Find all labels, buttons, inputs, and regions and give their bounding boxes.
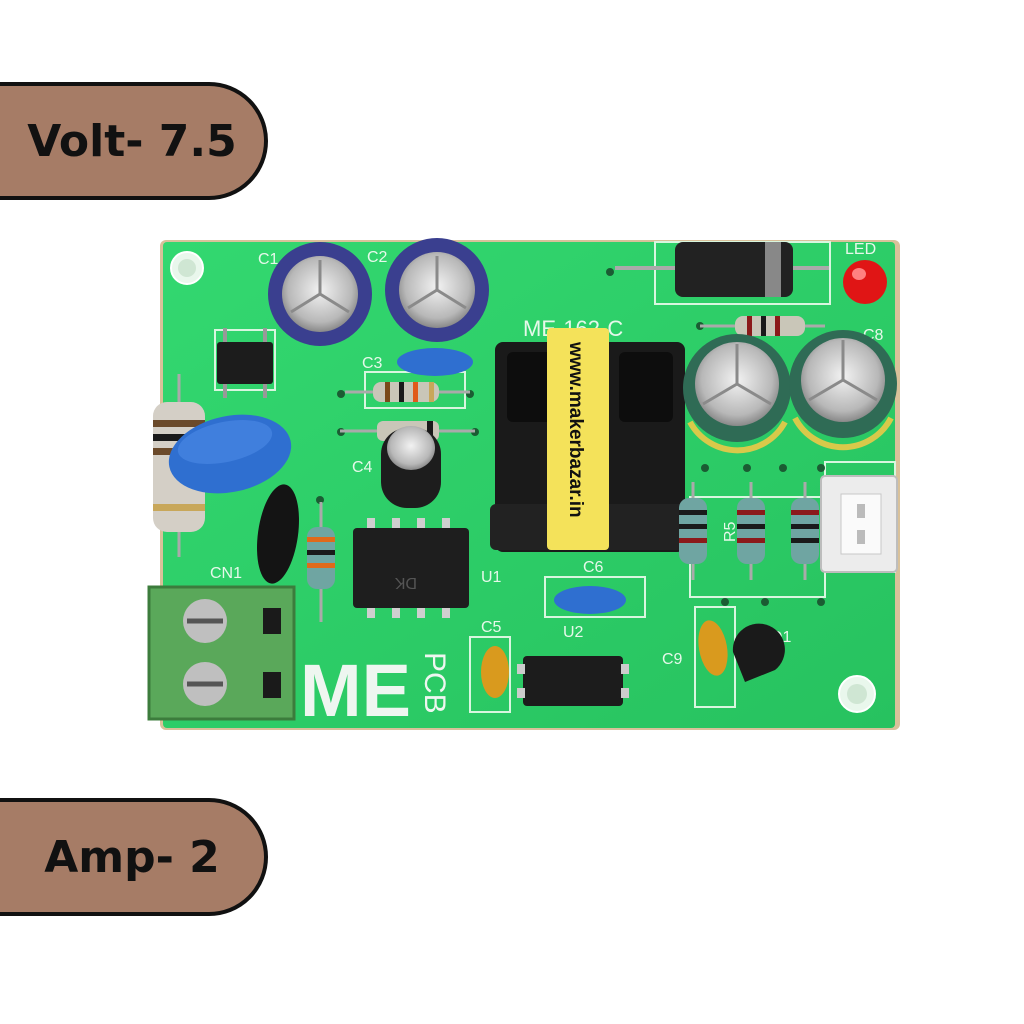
pcb-illustration: C1 C2 C3 C4 C5 C6 C8 C9 CN1 U1 U2 Q1 R5 … <box>147 238 900 732</box>
resistor-r6 <box>791 482 819 580</box>
capacitor-c2 <box>385 238 489 342</box>
capacitor-c6 <box>554 586 626 614</box>
ic-mark: DK <box>394 574 417 591</box>
capacitor-output-1 <box>683 334 791 454</box>
label-led: LED <box>845 241 876 258</box>
brand-suffix-text: PCB <box>418 652 451 714</box>
label-c5: C5 <box>481 619 502 636</box>
bridge-rectifier <box>217 328 273 398</box>
transformer: www.makerbazar.in <box>490 328 690 552</box>
led-indicator <box>843 260 887 304</box>
resistor-r4 <box>679 482 707 580</box>
varistor-disc <box>168 414 292 494</box>
x-capacitor <box>257 484 299 584</box>
capacitor-c3 <box>397 348 473 376</box>
capacitor-c8 <box>789 330 897 451</box>
mounting-hole-icon <box>170 251 204 285</box>
label-u2: U2 <box>563 624 584 641</box>
label-c3: C3 <box>362 355 383 372</box>
voltage-badge: Volt- 7.5 <box>0 82 268 200</box>
pcb-board-image: C1 C2 C3 C4 C5 C6 C8 C9 CN1 U1 U2 Q1 R5 … <box>145 232 905 742</box>
brand-logo-text: ME <box>300 649 411 732</box>
optocoupler-u2 <box>517 656 629 706</box>
label-u1: U1 <box>481 569 502 586</box>
resistor-r2 <box>307 502 335 622</box>
brand-logo: ME PCB <box>300 649 451 732</box>
capacitor-c5 <box>481 646 509 698</box>
output-connector <box>820 475 898 573</box>
board-url: www.makerbazar.in <box>565 341 586 518</box>
label-r5: R5 <box>722 521 739 542</box>
output-diode <box>615 242 829 297</box>
amperage-label: Amp- 2 <box>44 831 220 883</box>
label-c9: C9 <box>662 651 683 668</box>
capacitor-c1 <box>268 242 372 346</box>
amperage-badge: Amp- 2 <box>0 798 268 916</box>
transformer-label <box>547 328 609 550</box>
capacitor-c4 <box>381 426 441 508</box>
capacitor-c9 <box>698 620 728 676</box>
transistor-q1 <box>732 623 785 682</box>
resistor-horizontal-1 <box>345 382 470 402</box>
mounting-hole-icon <box>838 675 876 713</box>
label-c2: C2 <box>367 249 388 266</box>
resistor-led <box>700 316 825 336</box>
resistor-r5 <box>737 482 765 580</box>
ic-u1: DK <box>353 518 469 618</box>
label-c6: C6 <box>583 559 604 576</box>
voltage-label: Volt- 7.5 <box>27 115 237 167</box>
terminal-block-cn1 <box>147 585 296 721</box>
label-c1: C1 <box>258 251 279 268</box>
label-cn1: CN1 <box>210 565 242 582</box>
label-c4: C4 <box>352 459 373 476</box>
